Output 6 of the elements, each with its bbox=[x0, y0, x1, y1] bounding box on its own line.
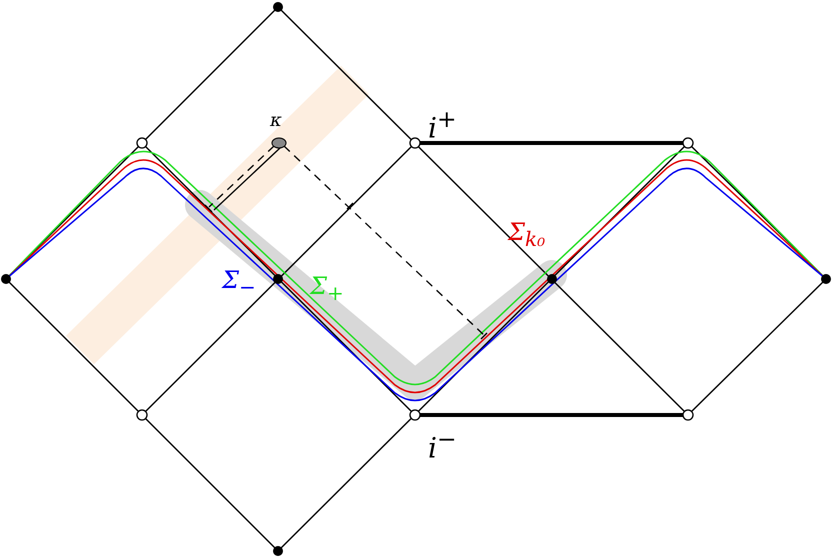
curve-label: Σ$_{+}$ bbox=[310, 274, 344, 303]
curve-label: Σ$_{−}$ bbox=[222, 268, 256, 297]
point-label: κ bbox=[270, 112, 282, 130]
curve-label: Σ$_{k₀}$ bbox=[508, 220, 546, 249]
boundary-label: i$^{+}$ bbox=[428, 108, 457, 142]
boundary-label: i$^{−}$ bbox=[428, 428, 457, 462]
